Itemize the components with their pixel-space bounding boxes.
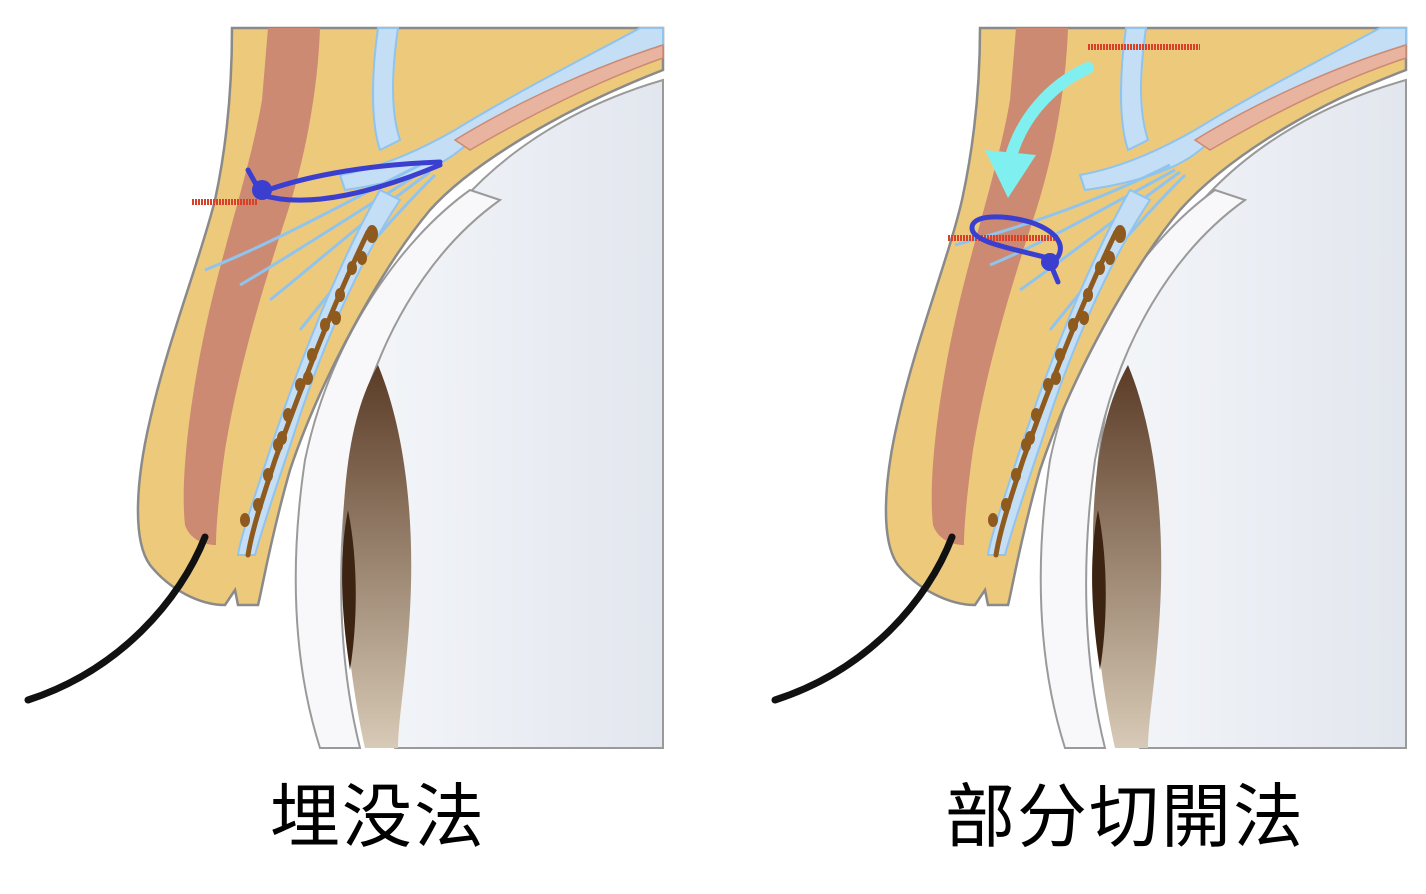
gland-leaves xyxy=(240,225,378,527)
diagram-partial-incision xyxy=(771,26,1408,749)
pupil xyxy=(342,510,356,670)
suture-knot xyxy=(252,180,272,200)
diagram-buried-suture xyxy=(24,26,665,749)
eyelash xyxy=(771,533,956,704)
eyelash xyxy=(24,533,209,704)
muller-band xyxy=(453,43,664,151)
caption-partial-incision: 部分切開法 xyxy=(945,776,1305,858)
caption-buried-suture: 埋没法 xyxy=(270,776,486,858)
septum-vertical xyxy=(372,27,402,152)
shift-arrow xyxy=(1004,62,1094,166)
suture-loop xyxy=(969,214,1063,270)
pupil xyxy=(1092,510,1106,670)
panel-buried-suture: 埋没法 xyxy=(24,26,665,858)
gland-leaves xyxy=(988,225,1126,527)
septum-vertical xyxy=(1120,27,1150,152)
iris xyxy=(1092,365,1162,748)
panel-partial-incision: 部分切開法 xyxy=(745,0,1426,894)
shift-arrowhead xyxy=(985,150,1036,198)
suture-knot xyxy=(1041,253,1059,271)
muller-band xyxy=(1193,43,1407,151)
orbicularis-muscle xyxy=(183,28,320,545)
iris xyxy=(342,365,412,748)
